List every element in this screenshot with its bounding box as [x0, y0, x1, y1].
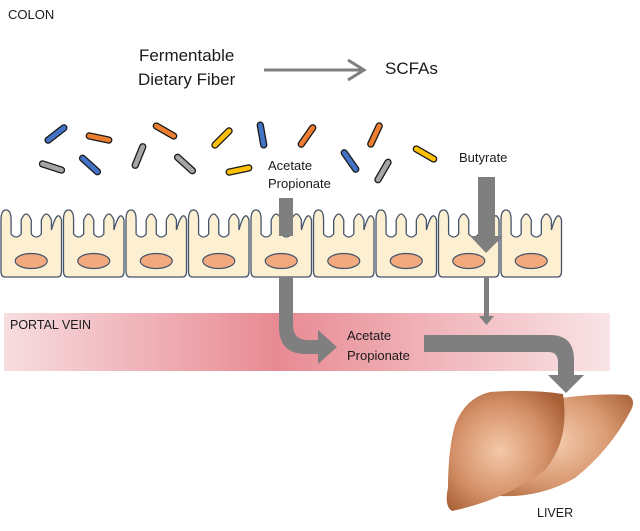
cell-nucleus	[389, 252, 423, 270]
liver-illustration	[446, 390, 634, 511]
cell-nucleus	[202, 252, 236, 270]
bacterium-blue	[256, 121, 268, 149]
fiber-label-line1: Fermentable	[138, 46, 235, 65]
bacterium-orange	[297, 124, 317, 148]
cell-nucleus	[514, 252, 548, 270]
bacterium-gray	[38, 160, 66, 174]
to-liver-arrow	[424, 335, 584, 393]
gut-bacteria	[38, 121, 438, 184]
cell-nucleus	[14, 252, 48, 270]
bacterium-yellow	[412, 145, 438, 163]
propionate-label: Propionate	[268, 176, 331, 191]
bacterium-blue	[44, 124, 68, 144]
bacterium-blue	[340, 149, 360, 173]
bacterium-gray	[131, 143, 147, 169]
bacterium-yellow	[225, 164, 253, 176]
bacterium-orange	[367, 122, 383, 148]
bacterium-yellow	[211, 127, 233, 149]
bacterium-orange	[152, 122, 178, 140]
liver-label: LIVER	[537, 506, 574, 520]
butyrate-arrow	[470, 177, 503, 325]
fiber-label-line2: Dietary Fiber	[138, 70, 236, 89]
scfas-label: SCFAs	[385, 59, 438, 78]
cell-nucleus	[77, 252, 111, 270]
cell-nucleus	[452, 252, 486, 270]
acetate-propionate-label-top: Acetate Propionate	[268, 157, 331, 193]
cell-nucleus	[327, 252, 361, 270]
cell-nucleus	[139, 252, 173, 270]
colon-label: COLON	[8, 7, 55, 22]
acetate-label: Acetate	[268, 158, 313, 173]
acetate-propionate-label-portal: Acetate Propionate	[347, 326, 410, 366]
acetate-label: Acetate	[347, 328, 392, 343]
bacterium-gray	[374, 158, 392, 184]
cell-nucleus	[264, 252, 298, 270]
bacterium-gray	[173, 153, 197, 175]
epithelial-layer	[0, 209, 563, 278]
conversion-arrow	[264, 58, 367, 82]
butyrate-label: Butyrate	[459, 150, 508, 165]
fermentable-fiber-label: Fermentable Dietary Fiber	[138, 44, 235, 92]
acetate-propionate-arrow	[279, 198, 337, 364]
bacterium-orange	[85, 132, 113, 144]
bacterium-blue	[78, 154, 102, 176]
propionate-label: Propionate	[347, 348, 410, 363]
portal-vein-label: PORTAL VEIN	[10, 318, 92, 332]
